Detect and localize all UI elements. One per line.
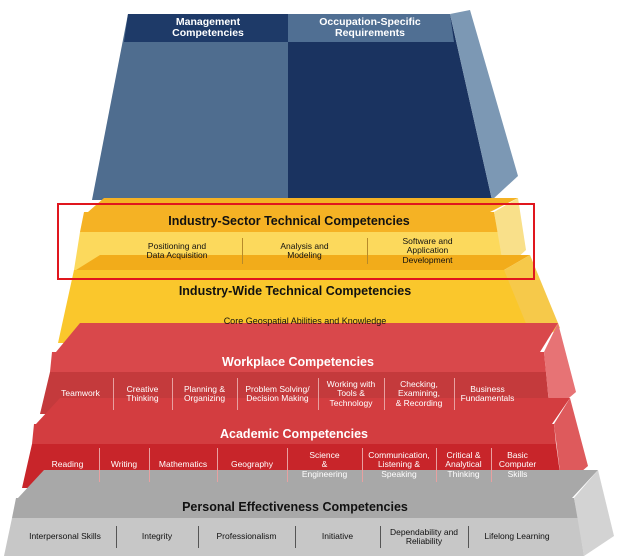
industry-sector-title-band	[80, 212, 498, 232]
cell-divider	[149, 448, 150, 482]
cell-divider	[116, 526, 117, 548]
academic-item-3: Mathematics	[158, 459, 208, 470]
personal-top-face	[18, 470, 598, 498]
workplace-item-7: Business Fundamentals	[460, 383, 515, 403]
workplace-item-2: Creative Thinking	[126, 383, 159, 403]
personal-item-1: Interpersonal Skills	[29, 531, 101, 542]
industry_sector-item-1: Positioning and Data Acquisition	[146, 240, 208, 260]
occupation-header	[288, 14, 454, 42]
workplace-item-4: Problem Solving/ Decision Making	[245, 383, 310, 403]
academic-item-4: Geography	[230, 459, 274, 470]
academic-side-face	[554, 398, 588, 488]
cell-divider	[318, 378, 319, 410]
academic-item-1: Reading	[51, 459, 84, 470]
industry-wide-side-face	[504, 255, 560, 343]
cell-divider	[491, 448, 492, 482]
personal-item-6: Lifelong Learning	[484, 531, 550, 542]
personal-item-2: Integrity	[141, 531, 173, 542]
academic-item-8: Basic Computer Skills	[498, 449, 537, 479]
top-tier-side	[450, 10, 518, 200]
industry_sector-item-3: Software and Application Development	[402, 235, 453, 265]
management-title: Management Competencies	[172, 15, 244, 39]
cell-divider	[242, 238, 243, 264]
cell-divider	[287, 448, 288, 482]
personal-item-3: Professionalism	[216, 531, 277, 542]
cell-divider	[380, 526, 381, 548]
academic-title: Academic Competencies	[220, 427, 368, 442]
personal-item-4: Initiative	[321, 531, 354, 542]
workplace-title-band	[50, 352, 546, 372]
academic-title-band	[32, 424, 556, 444]
cell-divider	[172, 378, 173, 410]
industry-sector-side-face	[494, 198, 526, 270]
personal-title: Personal Effectiveness Competencies	[182, 500, 408, 515]
industry-sector-title: Industry-Sector Technical Competencies	[168, 214, 410, 229]
industry-wide-title: Industry-Wide Technical Competencies	[178, 284, 412, 299]
cell-divider	[217, 448, 218, 482]
cell-divider	[468, 526, 469, 548]
cell-divider	[362, 448, 363, 482]
workplace-item-1: Teamwork	[61, 388, 100, 399]
management-block	[92, 14, 288, 200]
workplace-item-6: Checking, Examining, & Recording	[395, 378, 443, 408]
cell-divider	[295, 526, 296, 548]
management-header	[124, 14, 288, 42]
academic-item-7: Critical & Analytical Thinking	[445, 449, 482, 479]
cell-divider	[436, 448, 437, 482]
academic-item-5: Science & Engineering	[301, 449, 348, 479]
industry_wide-item-1: Core Geospatial Abilities and Knowledge	[223, 316, 387, 326]
personal-side-face	[574, 470, 614, 556]
academic-top-face	[36, 398, 570, 424]
occupation-block	[288, 14, 492, 200]
workplace-side-face	[544, 323, 576, 414]
workplace-title: Workplace Competencies	[222, 355, 374, 370]
workplace-item-5: Working with Tools & Technology	[326, 378, 376, 408]
cell-divider	[384, 378, 385, 410]
workplace-item-3: Planning & Organizing	[183, 383, 226, 403]
cell-divider	[198, 526, 199, 548]
academic-item-6: Communication, Listening & Speaking	[368, 449, 430, 479]
workplace-top-face	[56, 323, 558, 352]
cell-divider	[113, 378, 114, 410]
personal-front-face	[4, 518, 584, 556]
personal-item-5: Dependability and Reliability	[389, 526, 459, 546]
academic-item-2: Writing	[110, 459, 138, 470]
occupation-title: Occupation-Specific Requirements	[319, 15, 421, 39]
industry-wide-top-face	[76, 255, 530, 270]
personal-title-band	[12, 498, 578, 518]
cell-divider	[99, 448, 100, 482]
industry-sector-top-face	[88, 198, 518, 212]
cell-divider	[367, 238, 368, 264]
cell-divider	[454, 378, 455, 410]
cell-divider	[237, 378, 238, 410]
industry-sector-highlight-box	[57, 203, 535, 280]
industry_sector-item-2: Analysis and Modeling	[280, 240, 329, 260]
